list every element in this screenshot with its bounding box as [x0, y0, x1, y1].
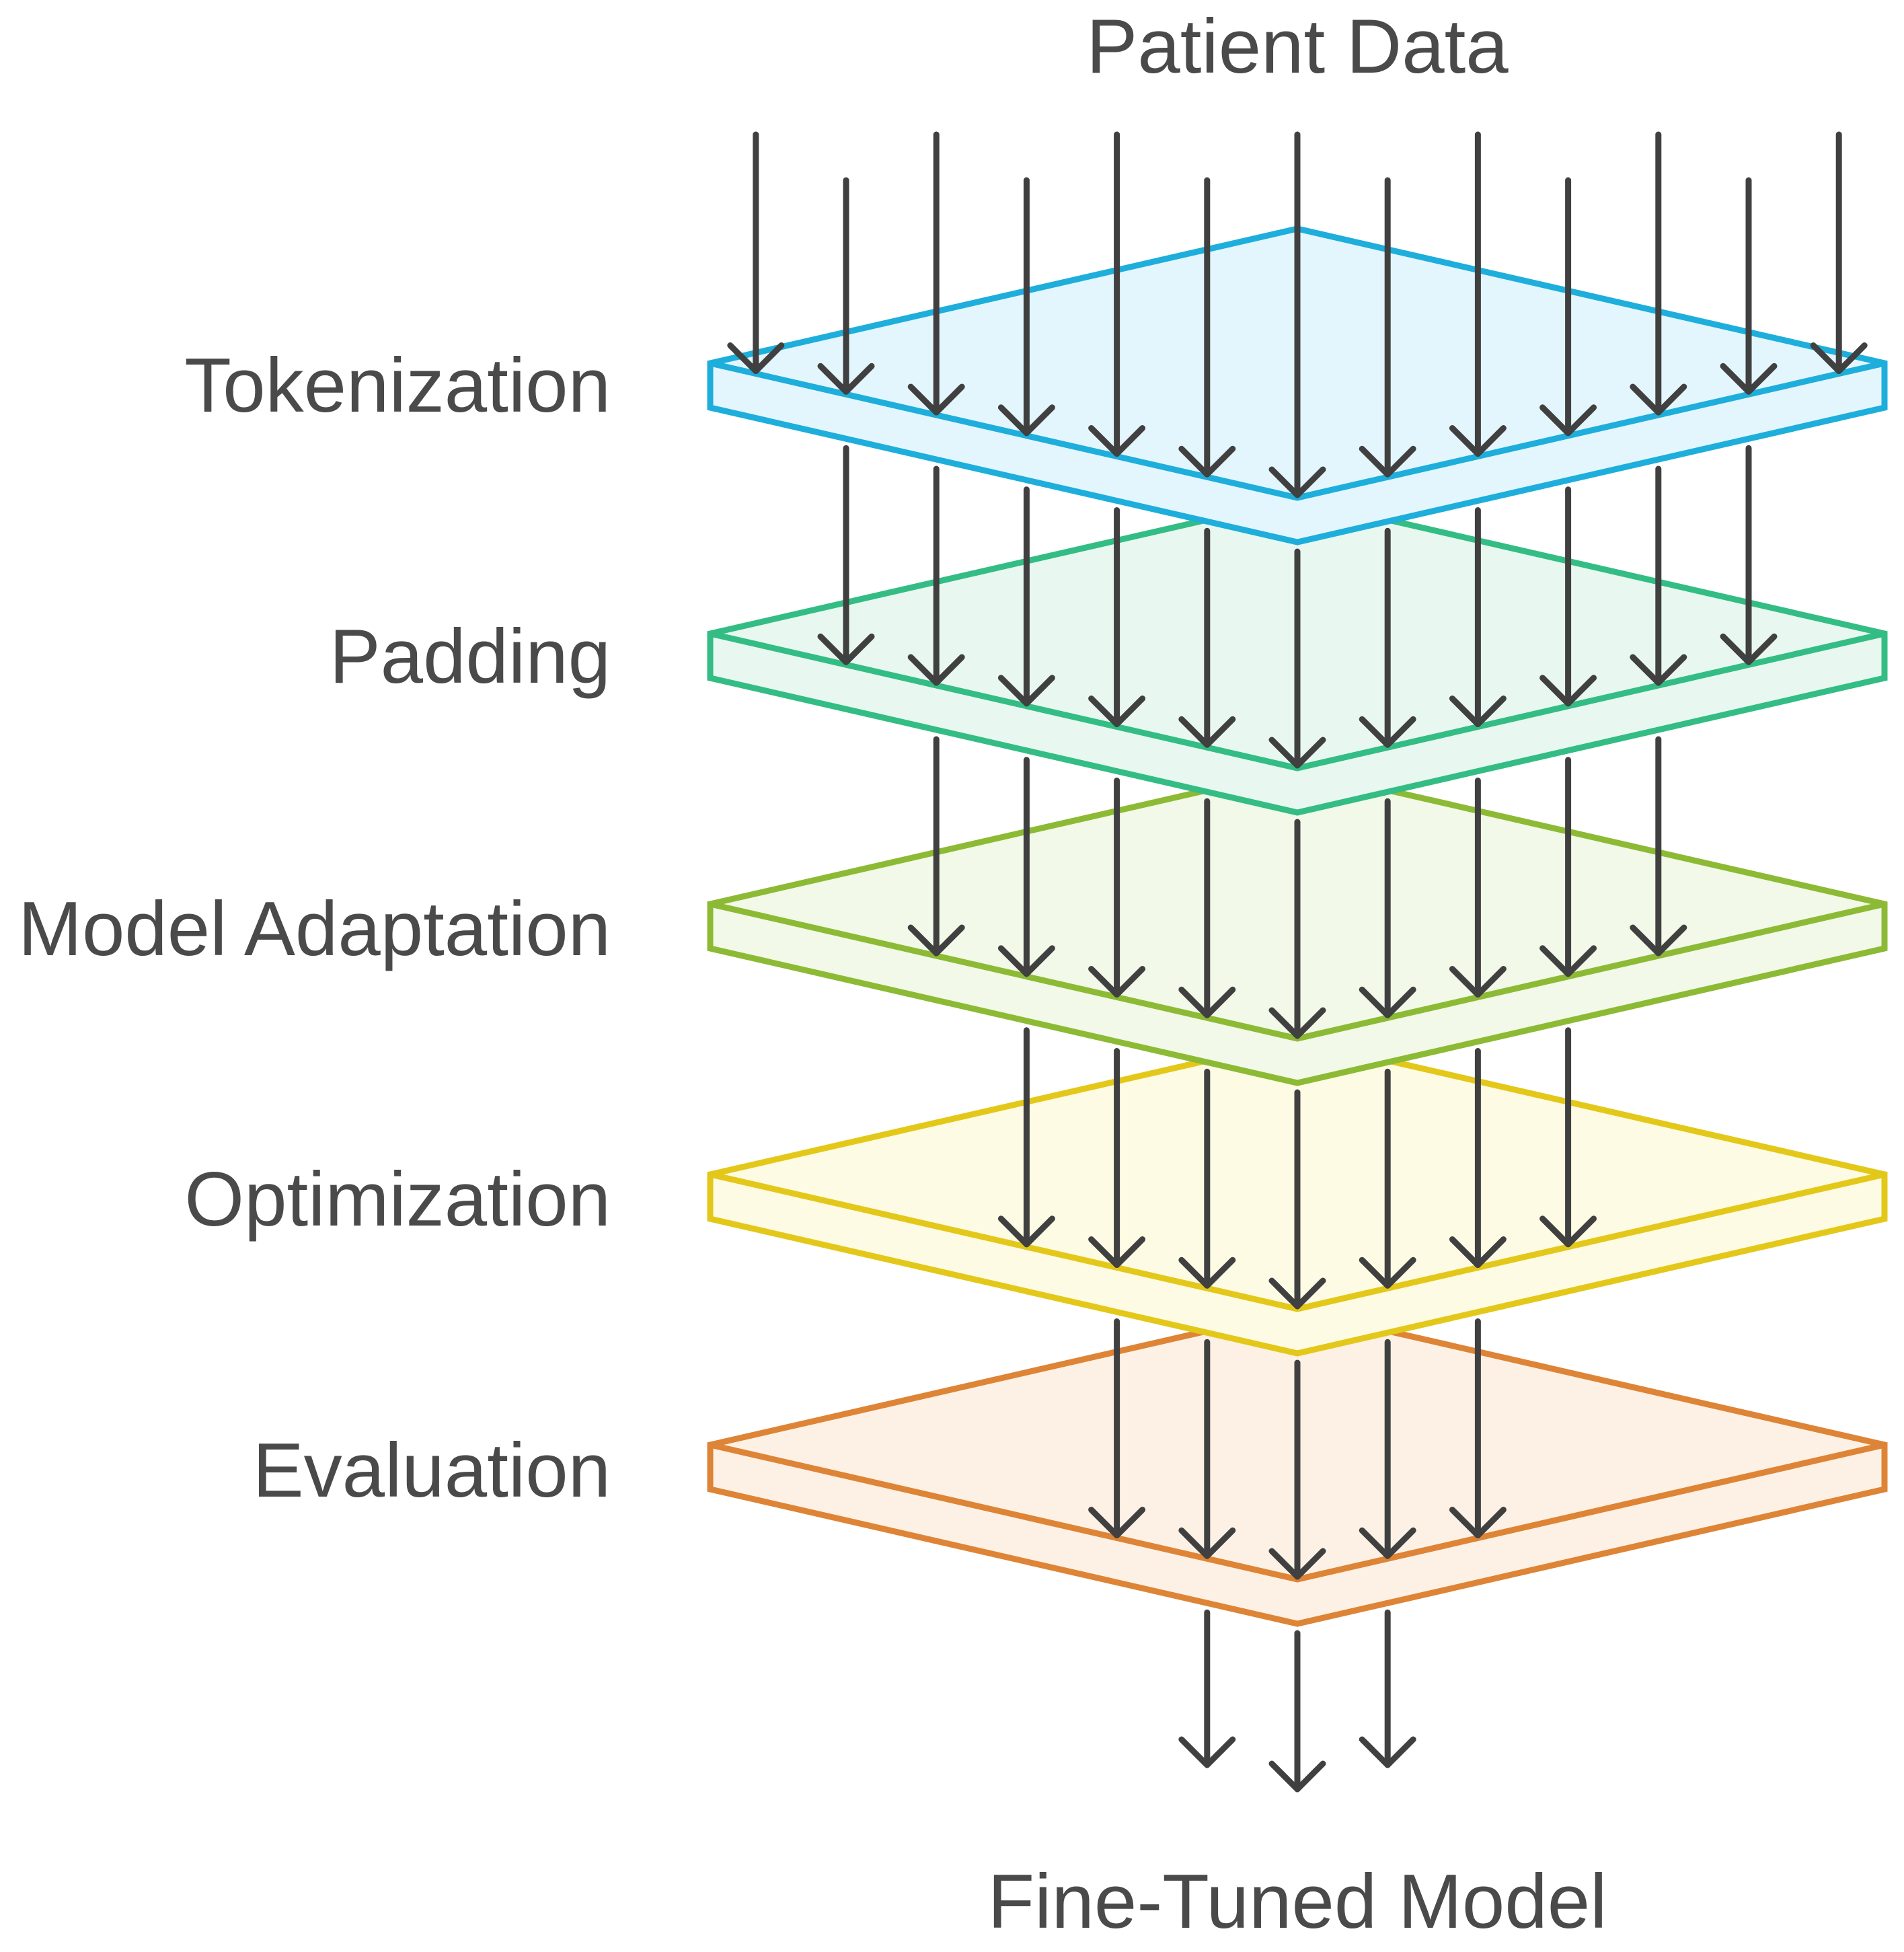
flow-arrow-model-adaptation [1268, 1089, 1326, 1310]
output-arrow [1268, 1630, 1326, 1793]
flow-arrow-tokenization [817, 445, 875, 665]
layer-label-padding: Padding [330, 614, 611, 700]
flow-arrow-padding [907, 736, 965, 956]
input-arrow [1810, 131, 1868, 375]
flow-arrow-optimization [1268, 1359, 1326, 1580]
flow-arrow-padding [1449, 778, 1507, 998]
input-label: Patient Data [1086, 4, 1509, 89]
input-arrow [1268, 131, 1326, 498]
input-arrow [1539, 177, 1597, 437]
flow-arrow-padding [1359, 798, 1416, 1018]
input-arrow [817, 177, 875, 395]
flow-arrow-tokenization [997, 486, 1055, 707]
output-arrow [1359, 1609, 1416, 1768]
output-arrow [1178, 1609, 1236, 1768]
layer-label-evaluation: Evaluation [253, 1428, 611, 1513]
flow-arrow-model-adaptation [1359, 1068, 1416, 1289]
flow-arrow-optimization [1359, 1339, 1416, 1559]
input-arrow [1720, 177, 1778, 395]
flow-arrow-optimization [1178, 1339, 1236, 1559]
flow-arrow-padding [997, 757, 1055, 977]
output-label: Fine-Tuned Model [988, 1859, 1607, 1945]
flow-arrow-padding [1268, 819, 1326, 1039]
flow-arrow-tokenization [1088, 507, 1146, 728]
input-arrow [727, 131, 785, 375]
flow-arrow-padding [1088, 778, 1146, 998]
input-arrow [907, 131, 965, 416]
input-arrow [1178, 177, 1236, 478]
flow-arrow-optimization [1088, 1318, 1146, 1539]
input-arrow [997, 177, 1055, 437]
flow-arrow-tokenization [1449, 507, 1507, 728]
flow-arrow-model-adaptation [1449, 1048, 1507, 1269]
flow-arrow-model-adaptation [997, 1027, 1055, 1248]
flow-arrow-tokenization [1178, 527, 1236, 748]
flow-arrow-padding [1539, 757, 1597, 977]
flow-arrow-tokenization [1720, 445, 1778, 665]
flow-arrow-model-adaptation [1088, 1048, 1146, 1269]
layer-label-tokenization: Tokenization [184, 343, 611, 428]
flow-arrow-optimization [1449, 1318, 1507, 1539]
flow-arrow-tokenization [1630, 465, 1687, 686]
flow-arrow-tokenization [1539, 486, 1597, 707]
flow-arrow-padding [1630, 736, 1687, 956]
flow-arrow-model-adaptation [1178, 1068, 1236, 1289]
input-arrow [1449, 131, 1507, 457]
input-arrow [1630, 131, 1687, 416]
layer-label-optimization: Optimization [184, 1157, 611, 1242]
input-arrow [1359, 177, 1416, 478]
flow-arrow-tokenization [907, 465, 965, 686]
flow-arrow-padding [1178, 798, 1236, 1018]
flow-arrow-tokenization [1268, 548, 1326, 769]
layer-label-model-adaptation: Model Adaptation [18, 887, 611, 972]
input-arrow [1088, 131, 1146, 457]
flow-arrow-model-adaptation [1539, 1027, 1597, 1248]
flow-arrow-tokenization [1359, 527, 1416, 748]
arrows-group [727, 131, 1868, 1793]
